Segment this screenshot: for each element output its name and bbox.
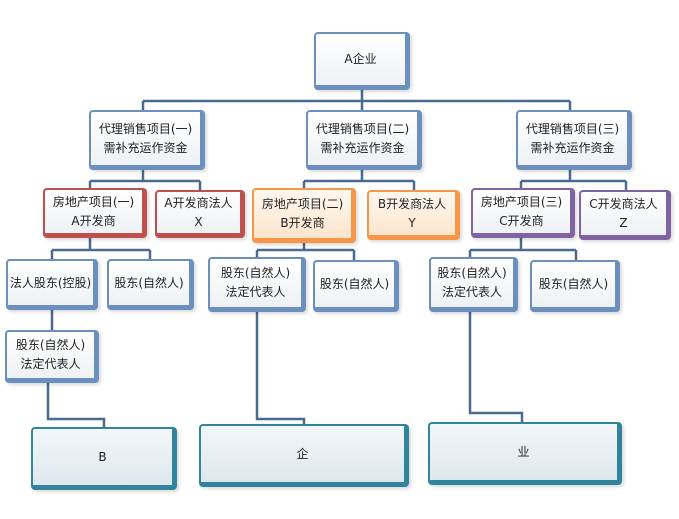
node-natural-person-shareholder-2-line-1: 股东(自然人) (319, 277, 390, 291)
node-agency-project-2-line-1: 代理销售项目(二) (315, 121, 410, 136)
node-shareholder-legal-rep-1: 股东(自然人) 法定代表人 (5, 330, 99, 383)
node-bottom-ye: 业 (428, 422, 622, 485)
node-real-estate-project-1-line-2: A开发商 (71, 213, 116, 228)
node-a-enterprise-line-1: A企业 (344, 52, 377, 66)
node-agency-project-1-line-2: 需补充运作资金 (103, 140, 188, 155)
node-natural-person-shareholder-1-line-1: 股东(自然人) (114, 275, 184, 290)
node-bottom-b: B (31, 427, 177, 490)
node-natural-person-shareholder-1: 股东(自然人) (107, 259, 194, 310)
node-agency-project-3: 代理销售项目(三) 需补充运作资金 (516, 110, 632, 170)
node-natural-person-shareholder-3-line-1: 股东(自然人) (538, 277, 609, 291)
node-real-estate-project-3: 房地产项目(三) C开发商 (471, 188, 575, 238)
node-agency-project-1-line-1: 代理销售项目(一) (98, 121, 193, 136)
node-real-estate-project-2-line-2: B开发商 (280, 216, 325, 230)
node-bottom-qi-line-1: 企 (296, 446, 309, 461)
node-developer-a-legal-person: A开发商法人 X (155, 190, 245, 238)
node-developer-b-legal-person-line-1: B开发商法人 (377, 196, 447, 211)
node-real-estate-project-2-line-1: 房地产项目(二) (261, 197, 344, 211)
node-bottom-qi: 企 (199, 424, 409, 487)
node-developer-c-legal-person-line-2: Z (619, 215, 628, 230)
node-developer-c-legal-person-line-1: C开发商法人 (589, 196, 658, 211)
node-agency-project-3-line-2: 需补充运作资金 (530, 140, 615, 155)
node-shareholder-legal-rep-3: 股东(自然人) 法定代表人 (429, 257, 518, 312)
node-shareholder-legal-rep-3-line-2: 法定代表人 (441, 285, 502, 299)
node-natural-person-shareholder-2: 股东(自然人) (313, 260, 399, 312)
node-developer-b-legal-person-line-2: Y (408, 215, 416, 230)
node-real-estate-project-2: 房地产项目(二) B开发商 (252, 188, 356, 243)
node-shareholder-legal-rep-2: 股东(自然人) 法定代表人 (208, 257, 306, 312)
node-real-estate-project-1-line-1: 房地产项目(一) (52, 194, 135, 209)
node-shareholder-legal-rep-1-line-1: 股东(自然人) (15, 338, 86, 352)
node-shareholder-legal-rep-2-line-1: 股东(自然人) (220, 266, 291, 280)
node-real-estate-project-3-line-1: 房地产项目(三) (480, 194, 563, 209)
node-corporate-shareholder-controlling-line-1: 法人股东(控股) (9, 275, 92, 290)
node-shareholder-legal-rep-1-line-2: 法定代表人 (20, 357, 81, 371)
node-natural-person-shareholder-3: 股东(自然人) (530, 260, 620, 312)
node-bottom-ye-line-1: 业 (517, 444, 530, 459)
node-developer-a-legal-person-line-2: X (194, 214, 203, 229)
node-developer-c-legal-person: C开发商法人 Z (579, 190, 671, 240)
node-a-enterprise: A企业 (314, 32, 410, 90)
node-agency-project-1: 代理销售项目(一) 需补充运作资金 (89, 110, 205, 170)
node-shareholder-legal-rep-2-line-2: 法定代表人 (225, 285, 286, 299)
node-real-estate-project-1: 房地产项目(一) A开发商 (43, 188, 147, 238)
node-corporate-shareholder-controlling: 法人股东(控股) (6, 259, 98, 310)
node-real-estate-project-3-line-2: C开发商 (499, 213, 544, 228)
node-agency-project-2: 代理销售项目(二) 需补充运作资金 (306, 110, 422, 170)
node-shareholder-legal-rep-3-line-1: 股东(自然人) (437, 266, 507, 280)
node-developer-b-legal-person: B开发商法人 Y (367, 190, 460, 240)
node-agency-project-3-line-1: 代理销售项目(三) (525, 121, 620, 136)
node-developer-a-legal-person-line-1: A开发商法人 (164, 195, 233, 210)
node-bottom-b-line-1: B (98, 449, 107, 464)
node-agency-project-2-line-2: 需补充运作资金 (320, 140, 405, 155)
